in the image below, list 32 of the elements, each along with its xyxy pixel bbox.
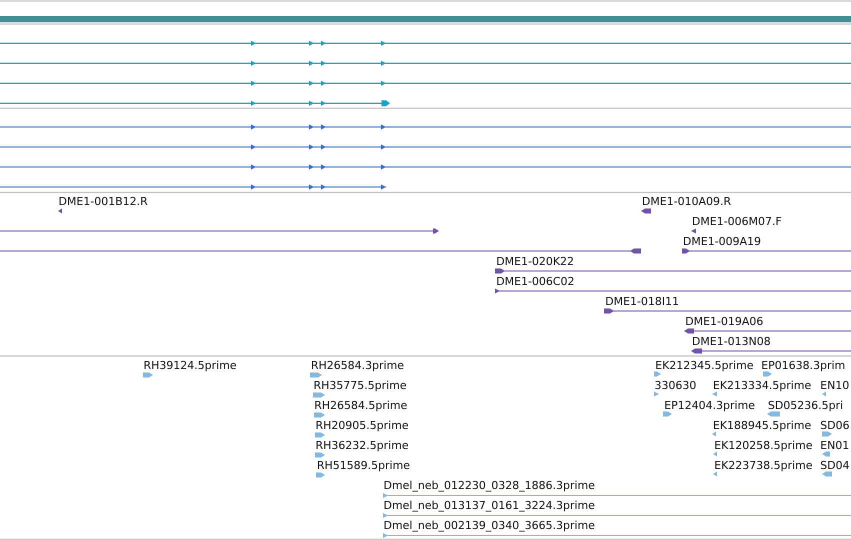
feature-label: RH26584.3prime <box>312 360 404 372</box>
feature-label: RH51589.5prime <box>318 460 410 472</box>
feature-label: DME1-019A06 <box>686 316 763 326</box>
feature-label: SD05236.5pri <box>768 400 842 412</box>
feature-label: Dmel_neb_013137_0161_3224.3prime <box>384 500 594 512</box>
feature-label: DME1-010A09.R <box>642 196 731 206</box>
feature-label: DME1-013N08 <box>692 336 770 346</box>
feature-label: EP12404.3prime <box>665 400 754 412</box>
feature-label: EN10 <box>821 380 849 390</box>
feature-label: RH20905.5prime <box>316 420 408 432</box>
feature-label: EN01 <box>821 440 848 450</box>
feature-label: DME1-006M07.F <box>692 216 782 226</box>
feature-label: EK213334.5prime <box>714 380 811 392</box>
feature-label: RH39124.5prime <box>144 360 236 372</box>
feature-label: RH36232.5prime <box>316 440 408 452</box>
feature-label: EP01638.3prim <box>762 360 844 372</box>
feature-label: DME1-018I11 <box>606 296 678 306</box>
feature-label: DME1-001B12.R <box>60 196 148 206</box>
feature-label: DME1-020K22 <box>497 256 573 266</box>
feature-label: Dmel_neb_012230_0328_1886.3prime <box>384 480 594 492</box>
feature-label: RH26584.5prime <box>315 400 407 412</box>
feature-label: 330630 <box>655 380 696 390</box>
feature-label: DME1-009A19 <box>684 236 760 246</box>
feature-label: Dmel_neb_002139_0340_3665.3prime <box>384 520 594 532</box>
feature-label: RH35775.5prime <box>314 380 406 392</box>
feature-label: DME1-006C02 <box>497 276 574 286</box>
feature-label: SD04 <box>820 460 849 470</box>
feature-label: EK188945.5prime <box>714 420 811 432</box>
feature-label: EK212345.5prime <box>656 360 753 372</box>
feature-label: EK120258.5prime <box>715 440 812 452</box>
feature-label: EK223738.5prime <box>715 460 812 472</box>
feature-label: SD06 <box>820 420 849 430</box>
